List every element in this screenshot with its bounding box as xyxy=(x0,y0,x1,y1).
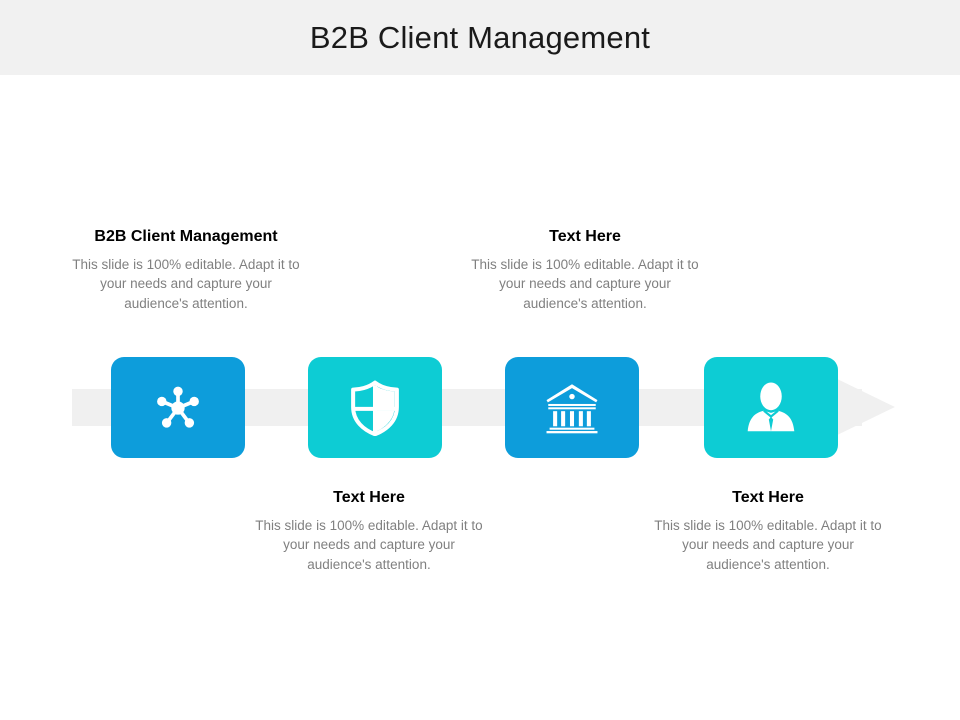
bank-building-icon xyxy=(543,381,601,435)
network-hub-icon xyxy=(150,380,206,436)
icon-tile-1[interactable] xyxy=(111,357,245,458)
step-body-2: This slide is 100% editable. Adapt it to… xyxy=(471,256,699,311)
step-heading-3: Text Here xyxy=(333,489,405,506)
step-text-3: Text Here This slide is 100% editable. A… xyxy=(254,489,484,574)
step-text-2: Text Here This slide is 100% editable. A… xyxy=(470,228,700,313)
step-heading-4: Text Here xyxy=(732,489,804,506)
businessman-icon xyxy=(745,381,797,435)
step-body-3: This slide is 100% editable. Adapt it to… xyxy=(255,517,483,572)
step-heading-1: B2B Client Management xyxy=(94,228,278,245)
step-body-4: This slide is 100% editable. Adapt it to… xyxy=(654,517,882,572)
step-text-4: Text Here This slide is 100% editable. A… xyxy=(653,489,883,574)
arrow-head-icon xyxy=(829,375,895,439)
step-body-1: This slide is 100% editable. Adapt it to… xyxy=(72,256,300,311)
icon-tile-3[interactable] xyxy=(505,357,639,458)
step-heading-2: Text Here xyxy=(549,228,621,245)
step-text-1: B2B Client Management This slide is 100%… xyxy=(71,228,301,313)
icon-tile-4[interactable] xyxy=(704,357,838,458)
slide-title-band: B2B Client Management xyxy=(0,0,960,75)
shield-icon xyxy=(348,380,402,436)
icon-tile-2[interactable] xyxy=(308,357,442,458)
page-title: B2B Client Management xyxy=(309,19,651,55)
